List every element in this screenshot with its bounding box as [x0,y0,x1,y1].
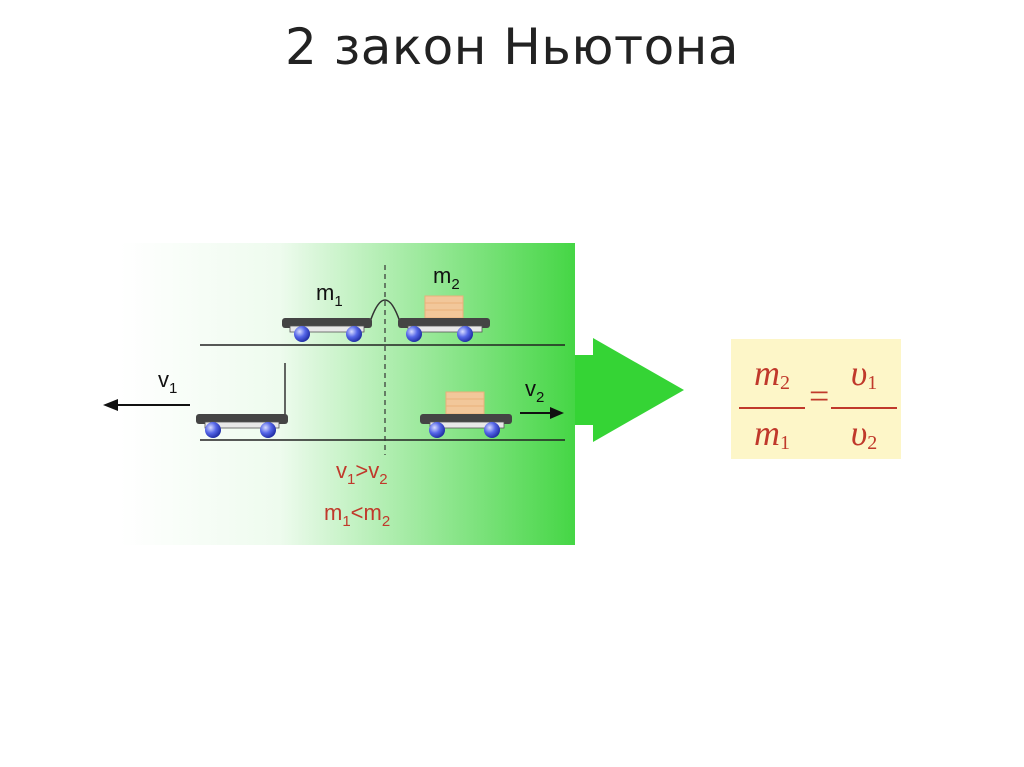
cart-m1-bottom [196,363,288,438]
fraction-velocity: υ1 υ2 [831,353,897,463]
condition-velocity: v1>v2 [336,458,388,488]
spring-arc [369,299,401,323]
denominator-m1: m1 [754,413,790,454]
fraction-bar [739,407,805,409]
fraction-mass: m2 m1 [739,353,805,463]
cart-m2-top [398,295,490,342]
v2-arrow [520,407,564,419]
numerator-v1: υ1 [850,353,878,394]
label-v2: v2 [525,376,544,406]
numerator-m2: m2 [754,353,790,394]
wheel [205,422,221,438]
cart-m2-bottom [420,391,512,438]
denominator-v2: υ2 [850,413,878,454]
label-m1: m1 [316,280,343,310]
cargo-block [445,391,485,415]
label-m2: m2 [433,263,460,293]
wheel [484,422,500,438]
cart-m1-top [282,318,372,342]
equals-sign: = [809,376,830,416]
wheel [429,422,445,438]
result-arrow [575,338,684,442]
wheel [346,326,362,342]
wheel [457,326,473,342]
formula-box: m2 m1 = υ1 υ2 [731,339,901,459]
cargo-block [424,295,464,319]
gradient-panel [120,243,575,545]
wheel [406,326,422,342]
fraction-bar [831,407,897,409]
v1-arrow [103,399,190,411]
wheel [294,326,310,342]
condition-mass: m1<m2 [324,500,390,530]
slide-title: 2 закон Ньютона [284,18,739,76]
wheel [260,422,276,438]
label-v1: v1 [158,367,177,397]
